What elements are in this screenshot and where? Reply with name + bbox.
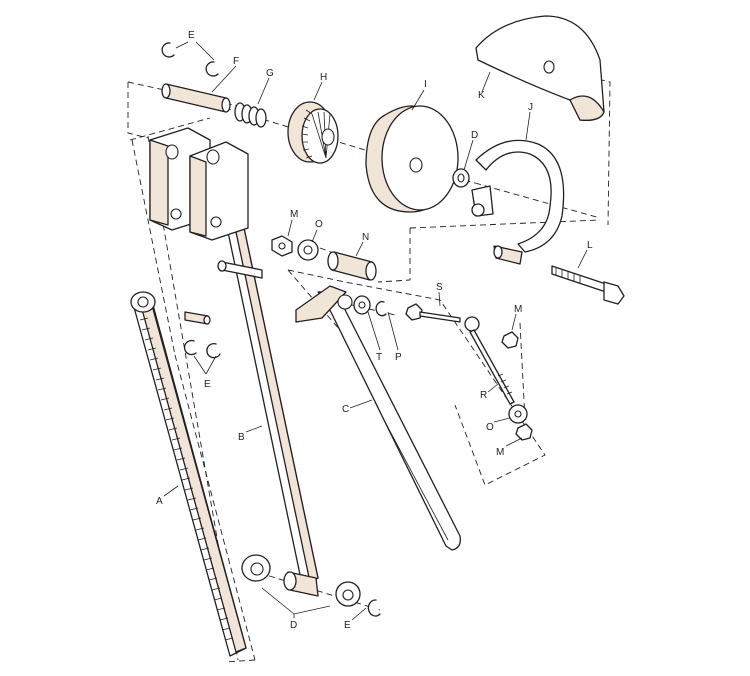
- bottom-hardware: [241, 554, 381, 617]
- label-o-upper: O: [315, 219, 323, 230]
- label-d-lower: D: [290, 620, 297, 631]
- label-n: N: [362, 232, 369, 243]
- label-g: G: [266, 68, 274, 79]
- part-c-lever: [295, 285, 461, 551]
- label-h: H: [320, 72, 327, 83]
- label-e-top: E: [188, 30, 195, 41]
- part-b-main-arm: [149, 127, 319, 585]
- top-clips: [161, 42, 219, 77]
- label-t: T: [376, 352, 382, 363]
- label-s: S: [436, 282, 443, 293]
- shaft-parts: [161, 83, 339, 164]
- label-m-upper: M: [290, 209, 298, 220]
- label-m-right: M: [514, 304, 522, 315]
- part-l-bolt: [551, 265, 625, 305]
- label-e-left: E: [204, 379, 211, 390]
- rod-assembly: [405, 303, 533, 441]
- upper-hardware: [271, 235, 377, 281]
- label-o-lower: O: [486, 422, 494, 433]
- label-m-lower: M: [496, 447, 504, 458]
- leader-lines: [163, 41, 588, 621]
- tp-hardware: [353, 295, 387, 317]
- part-k-cover: [475, 15, 605, 121]
- label-b: B: [238, 432, 245, 443]
- left-pin-and-clips: [183, 311, 221, 359]
- label-f: F: [233, 56, 239, 67]
- label-k: K: [478, 90, 485, 101]
- label-a: A: [156, 496, 163, 507]
- part-a-serrated-bar: [130, 291, 247, 657]
- label-i: I: [424, 79, 427, 90]
- part-j-band: [471, 139, 565, 265]
- label-e-lower: E: [344, 620, 351, 631]
- label-r: R: [480, 390, 487, 401]
- part-i-wheel: [365, 105, 470, 213]
- part-labels: E F G H I K J D M O N L S M T P E R C O …: [156, 30, 593, 631]
- label-l: L: [587, 240, 593, 251]
- label-p: P: [395, 352, 402, 363]
- label-d-upper: D: [471, 130, 478, 141]
- label-j: J: [528, 102, 533, 113]
- label-c: C: [342, 404, 349, 415]
